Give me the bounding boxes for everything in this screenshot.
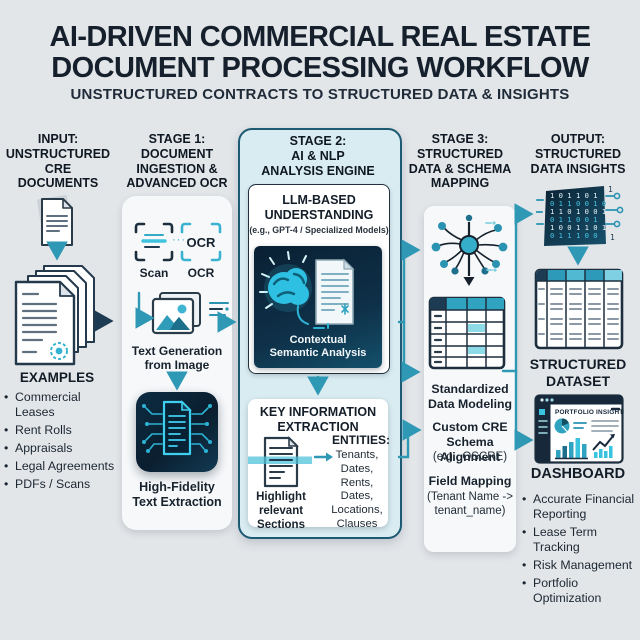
schema-table-icon [428, 296, 506, 370]
entities-list: Tenants, Dates, Rents, Dates, Locations,… [331, 449, 383, 530]
llm-title: LLM-BASED UNDERSTANDING [264, 193, 374, 222]
header-stage2: STAGE 2: AI & NLP ANALYSIS ENGINE [261, 134, 375, 178]
list-item: Appraisals [4, 441, 116, 456]
list-item: Portfolio Optimization [522, 576, 638, 606]
svg-text:0 1 1 1 0 0: 0 1 1 1 0 0 [550, 231, 598, 240]
header-input: INPUT: UNSTRUCTURED CRE DOCUMENTS [5, 132, 111, 191]
scan-label: Scan [139, 266, 169, 280]
svg-text:0 1 1 0 0 1: 0 1 1 0 0 1 [550, 215, 598, 224]
semantic-analysis-panel: Contextual Semantic Analysis [254, 246, 382, 368]
header-stage1: STAGE 1: DOCUMENT INGESTION & ADVANCED O… [126, 132, 228, 191]
examples-list: Commercial Leases Rent Rolls Appraisals … [4, 390, 116, 495]
svg-text:1 1 0 1 0 0 1: 1 1 0 1 0 0 1 [550, 207, 606, 216]
highlight-label: Highlight relevant Sections [256, 491, 306, 531]
text-lines-icon [206, 298, 232, 324]
list-item: Lease Term Tracking [522, 525, 638, 555]
single-document-icon [33, 194, 81, 250]
data-mapping-network-icon [428, 210, 512, 296]
page-title: AI-DRIVEN COMMERCIAL REAL ESTATE DOCUMEN… [49, 21, 592, 85]
high-fidelity-label: High-Fidelity Text Extraction [132, 480, 222, 509]
llm-subtitle: (e.g., GPT-4 / Specialized Models) [249, 225, 389, 235]
field-mapping-sub: (Tenant Name -> tenant_name) [427, 491, 513, 518]
svg-text:0 1 1 0 0 1 0: 0 1 1 0 0 1 0 [550, 199, 606, 208]
svg-text:1: 1 [608, 185, 613, 194]
dashboard-mini-title: PORTFOLIO INSIGHTS [555, 409, 624, 416]
highlight-document-icon [248, 435, 312, 489]
binary-matrix-icon: 1 0 1 1 0 1 0 1 1 0 0 1 0 1 1 0 1 0 0 1 … [536, 184, 624, 252]
header-stage3: STAGE 3: STRUCTURED DATA & SCHEMA MAPPIN… [408, 132, 512, 191]
semantic-caption: Contextual Semantic Analysis [269, 333, 367, 360]
dashboard-icon: PORTFOLIO INSIGHTS [534, 394, 624, 464]
benefits-list: Accurate Financial Reporting Lease Term … [522, 492, 638, 609]
schema-alignment-label: Custom CRE Schema Alignment [432, 420, 508, 464]
list-item: Risk Management [522, 558, 638, 573]
key-extraction-title: KEY INFORMATION EXTRACTION [259, 405, 377, 434]
image-to-text-icon [150, 290, 204, 340]
svg-text:1: 1 [610, 233, 615, 242]
scan-icon [133, 221, 175, 263]
dots-separator: ···· [172, 234, 191, 246]
field-mapping-label: Field Mapping [428, 474, 512, 488]
svg-text:1 0 0 1 1 0 1: 1 0 0 1 1 0 1 [550, 223, 606, 232]
list-item: Commercial Leases [4, 390, 116, 420]
entities-label: ENTITIES: [332, 433, 391, 447]
key-extraction-card: KEY INFORMATION EXTRACTION Highlight rel… [248, 399, 391, 531]
header-output: OUTPUT: STRUCTURED DATA INSIGHTS [530, 132, 626, 176]
dashboard-label: DASHBOARD [530, 466, 626, 482]
schema-alignment-sub: (e.g., OSCRE) [432, 451, 508, 463]
page-subtitle: UNSTRUCTURED CONTRACTS TO STRUCTURED DAT… [70, 86, 570, 103]
brain-document-icon [259, 251, 355, 329]
svg-text:1 0 1 1 0 1: 1 0 1 1 0 1 [550, 191, 598, 200]
list-item: PDFs / Scans [4, 477, 116, 492]
ocr-bracket-icon: OCR [179, 221, 223, 263]
ocr-label: OCR [187, 266, 215, 280]
document-stack-icon [12, 262, 112, 368]
ocr-glyph: OCR [187, 235, 217, 250]
structured-dataset-label: STRUCTURED DATASET [529, 356, 627, 389]
list-item: Accurate Financial Reporting [522, 492, 638, 522]
high-fidelity-icon [136, 392, 218, 472]
list-item: Legal Agreements [4, 459, 116, 474]
stage1-card [122, 196, 232, 530]
list-item: Rent Rolls [4, 423, 116, 438]
text-generation-label: Text Generation from Image [131, 344, 223, 373]
dataset-table-icon [534, 268, 624, 350]
right-arrow-icon [314, 451, 334, 463]
standardized-modeling-label: Standardized Data Modeling [427, 382, 513, 411]
examples-label: EXAMPLES [19, 370, 95, 385]
